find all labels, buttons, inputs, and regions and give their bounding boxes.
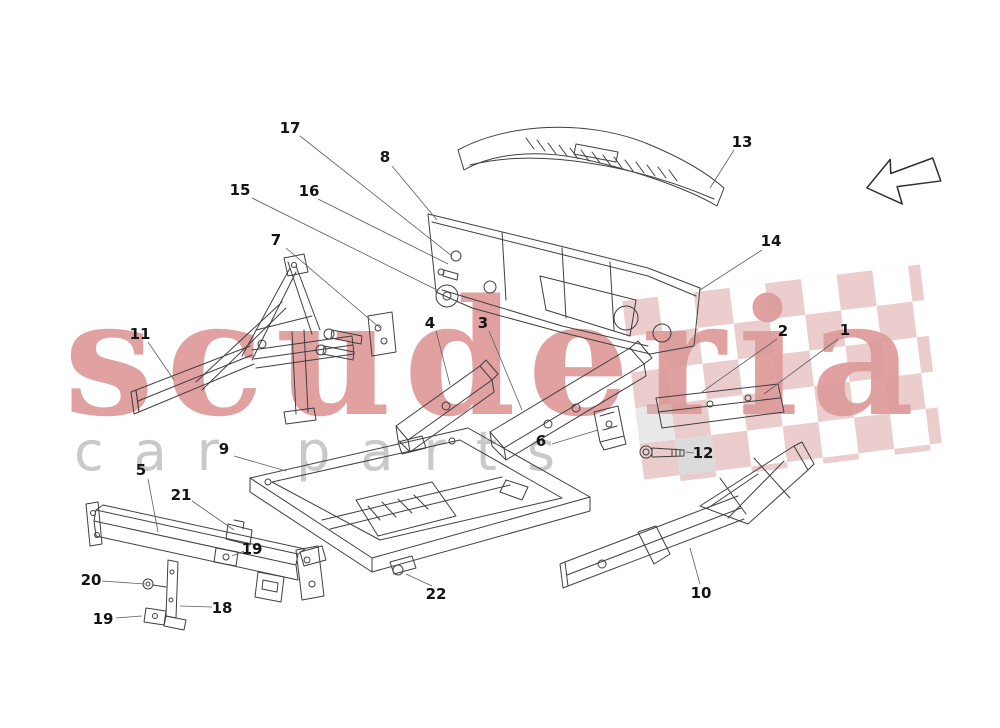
left-front-frame-part-11 — [130, 253, 397, 425]
part-callout-6: 6 — [535, 432, 547, 450]
part-callout-19-upper: 19 — [241, 540, 263, 558]
bracket-right-end — [254, 571, 285, 603]
part-callout-22: 22 — [425, 585, 447, 603]
part-callout-5: 5 — [135, 461, 147, 479]
part-callout-18: 18 — [211, 599, 233, 617]
front-crossmember-part-5 — [85, 501, 325, 601]
right-frame-rail-part-10 — [559, 441, 815, 589]
part-callout-15: 15 — [229, 181, 251, 199]
bolt-part-12 — [639, 445, 685, 459]
part-callout-11: 11 — [129, 325, 151, 343]
small-bolt-part-16 — [437, 268, 459, 281]
part-callout-14: 14 — [760, 232, 782, 250]
part-callout-13: 13 — [731, 133, 753, 151]
strap-part-18 — [163, 559, 187, 631]
floor-frame-part-9 — [249, 427, 591, 576]
cross-beam-part-3 — [489, 340, 653, 461]
plate-part-19-upper — [213, 547, 239, 567]
part-callout-1: 1 — [839, 321, 851, 339]
part-callout-8: 8 — [379, 148, 391, 166]
part-callout-20: 20 — [80, 571, 102, 589]
part-callout-10: 10 — [690, 584, 712, 602]
cowl-panel-part-13 — [457, 126, 725, 207]
bracket-part-21 — [225, 519, 253, 546]
bolt-part-20 — [142, 578, 167, 590]
grommet-part-17 — [450, 250, 462, 262]
bracket-part-6 — [593, 405, 627, 451]
part-callout-12: 12 — [692, 444, 714, 462]
part-callout-19-lower: 19 — [92, 610, 114, 628]
part-callout-3: 3 — [477, 314, 489, 332]
part-callout-21: 21 — [170, 486, 192, 504]
plate-part-19-lower — [143, 607, 167, 626]
part-callout-4: 4 — [424, 314, 436, 332]
callout-leader-lines — [101, 135, 839, 619]
part-callout-2: 2 — [777, 322, 789, 340]
part-callout-9: 9 — [218, 440, 230, 458]
mounting-bolts-part-7 — [315, 328, 363, 361]
part-callout-17: 17 — [279, 119, 301, 137]
part-callout-7: 7 — [270, 231, 282, 249]
bulkhead-panel-part-14 — [427, 213, 701, 355]
washer-part-15 — [435, 284, 459, 308]
cross-beam-part-4 — [395, 359, 499, 453]
front-impact-beam-parts-1-2 — [655, 383, 785, 429]
direction-arrow-icon — [866, 157, 942, 205]
part-callout-16: 16 — [298, 182, 320, 200]
